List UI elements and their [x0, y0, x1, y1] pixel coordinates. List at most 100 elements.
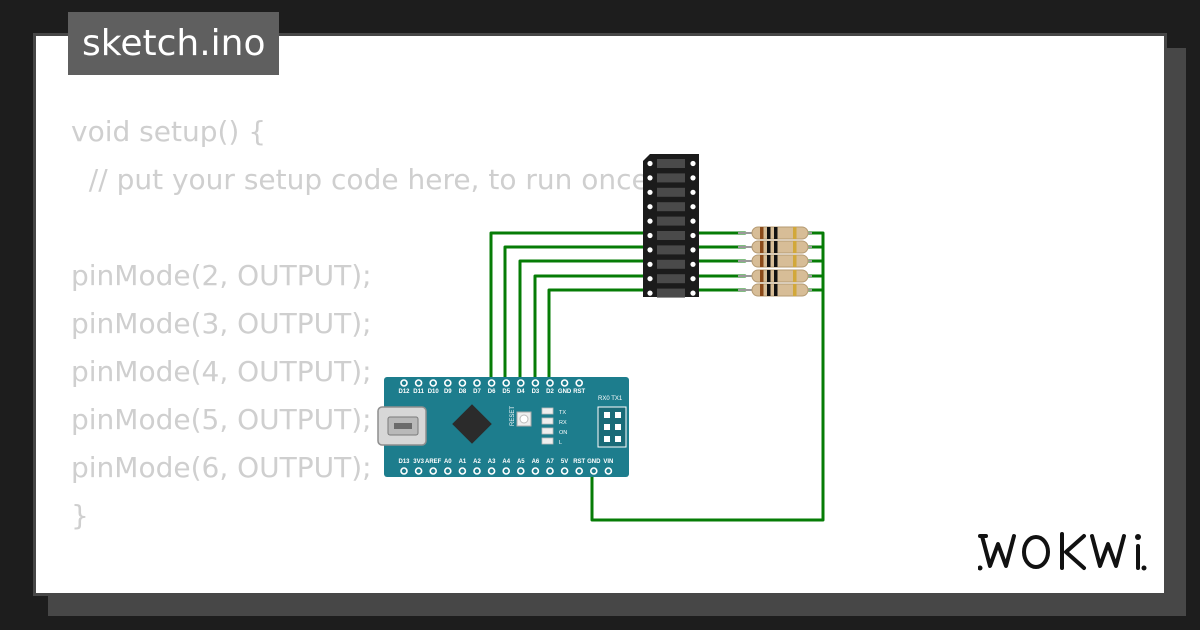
resistor-3[interactable]	[738, 254, 812, 268]
led-segment	[657, 159, 685, 168]
pin-d5[interactable]: D5	[502, 379, 511, 395]
pin-d12[interactable]: D12	[398, 379, 410, 395]
code-line: void setup() {	[71, 115, 267, 148]
led-pin	[647, 290, 653, 296]
pin-d7[interactable]: D7	[473, 379, 481, 395]
pin-label: A4	[502, 459, 510, 465]
pin-a1[interactable]: A1	[459, 459, 467, 475]
led-pin	[647, 175, 653, 181]
pin-label: AREF	[425, 459, 442, 465]
led-pin	[690, 232, 696, 239]
pin-rst[interactable]: RST	[573, 459, 586, 475]
pin-label: D3	[532, 389, 540, 395]
led-pin	[690, 276, 696, 282]
code-editor: void setup() { // put your setup code he…	[71, 108, 659, 593]
pin-a3[interactable]: A3	[488, 459, 496, 475]
pin-d13[interactable]: D13	[398, 459, 410, 475]
icsp-pin	[615, 412, 621, 418]
led-bar-graph[interactable]	[643, 154, 699, 298]
led-pin	[690, 261, 696, 267]
pin-gnd[interactable]: GND	[587, 459, 601, 475]
pin-label: 5V	[561, 459, 568, 465]
icsp-pin	[604, 436, 610, 442]
pin-d6[interactable]: D6	[488, 379, 496, 395]
wire-d3	[533, 274, 652, 383]
led-segment	[657, 259, 685, 269]
wokwi-logo	[978, 532, 1147, 571]
led-pin	[647, 160, 653, 167]
led-pin	[690, 160, 696, 167]
pin-label: D10	[428, 389, 440, 395]
code-line: // put your setup code here, to run once…	[71, 163, 659, 196]
pin-label: A0	[444, 459, 452, 465]
serial-label: RX0 TX1	[598, 396, 623, 402]
pin-label: D7	[473, 389, 481, 395]
resistor-2[interactable]	[738, 240, 812, 254]
icsp-pin	[604, 424, 610, 430]
board-led-label: TX	[559, 410, 566, 416]
led-pin	[647, 247, 653, 253]
board-led	[541, 427, 554, 435]
pin-a2[interactable]: A2	[473, 459, 481, 475]
pin-vin[interactable]: VIN	[603, 459, 613, 475]
led-segment	[657, 187, 685, 197]
pin-d9[interactable]: D9	[444, 379, 452, 395]
led-pin	[647, 261, 653, 267]
reset-button[interactable]	[516, 411, 532, 427]
led-pin	[647, 276, 653, 282]
pin-label: D11	[413, 389, 424, 395]
wire-d4	[518, 259, 652, 383]
pin-label: GND	[558, 389, 572, 395]
resistor-4[interactable]	[738, 269, 812, 283]
board-led	[541, 417, 554, 425]
led-pin	[647, 218, 653, 224]
board-led	[541, 407, 554, 415]
pin-5v[interactable]: 5V	[560, 459, 569, 475]
pin-d3[interactable]: D3	[532, 379, 540, 395]
pin-d4[interactable]: D4	[517, 379, 525, 395]
resistor-1[interactable]	[738, 226, 812, 240]
pin-label: RST	[573, 389, 585, 395]
led-pin	[690, 290, 696, 296]
pin-a5[interactable]: A5	[517, 459, 525, 475]
resistor-5[interactable]	[738, 283, 812, 297]
pin-d11[interactable]: D11	[413, 379, 425, 395]
pin-3v3[interactable]: 3V3	[413, 459, 425, 475]
pin-a4[interactable]: A4	[502, 459, 511, 475]
mcu-chip	[452, 404, 492, 444]
board-led-label: ON	[559, 430, 567, 436]
led-pin	[647, 189, 653, 195]
pin-d8[interactable]: D8	[459, 379, 467, 395]
pin-label: GND	[587, 459, 601, 465]
pin-label: D12	[398, 389, 410, 395]
code-line: pinMode(2, OUTPUT);	[71, 259, 372, 292]
pin-d2[interactable]: D2	[546, 379, 554, 395]
code-line: pinMode(3, OUTPUT);	[71, 307, 372, 340]
pin-a0[interactable]: A0	[444, 459, 452, 475]
resistors[interactable]	[738, 226, 812, 297]
pin-gnd[interactable]: GND	[558, 379, 572, 395]
led-segment	[657, 173, 685, 183]
pin-label: A3	[488, 459, 496, 465]
pin-d10[interactable]: D10	[428, 379, 440, 395]
pin-rst[interactable]: RST	[573, 379, 586, 395]
pin-a6[interactable]: A6	[532, 459, 540, 475]
file-tab[interactable]: sketch.ino	[68, 12, 280, 75]
icsp-pin	[615, 436, 621, 442]
code-line: }	[71, 499, 89, 532]
reset-label: RESET	[510, 406, 516, 426]
wire-d6	[489, 231, 652, 383]
pin-label: D8	[459, 389, 467, 395]
led-pin	[690, 204, 696, 210]
pin-a7[interactable]: A7	[546, 459, 554, 475]
pin-label: A1	[459, 459, 467, 465]
code-line: pinMode(4, OUTPUT);	[71, 355, 372, 388]
led-segment	[657, 245, 685, 255]
pin-label: D5	[502, 389, 510, 395]
led-pin	[690, 247, 696, 253]
led-pin	[690, 218, 696, 224]
pin-aref[interactable]: AREF	[425, 459, 442, 475]
